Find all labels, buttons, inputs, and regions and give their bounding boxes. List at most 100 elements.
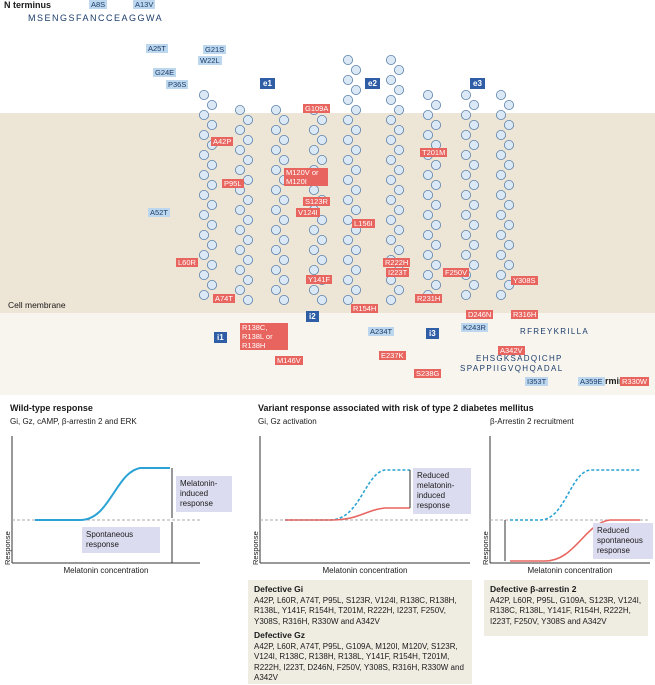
gi-wt-curve bbox=[285, 469, 410, 521]
residue-bead bbox=[385, 154, 396, 165]
topology-svg bbox=[0, 55, 655, 395]
residue-bead bbox=[495, 189, 506, 200]
residue-bead bbox=[242, 294, 253, 305]
residue-bead bbox=[385, 294, 396, 305]
residue-bead bbox=[316, 115, 327, 126]
variant-tag-g24e: G24E bbox=[153, 68, 177, 77]
residue-bead bbox=[430, 120, 441, 131]
residue-bead bbox=[342, 115, 353, 126]
residue-bead bbox=[278, 234, 289, 245]
loop-e2: e2 bbox=[365, 78, 380, 89]
n-terminus-label: N terminus bbox=[4, 0, 52, 10]
gi-box-text: A42P, L60R, A74T, P95L, S123R, V124I, R1… bbox=[254, 595, 457, 626]
residue-bead bbox=[234, 244, 245, 255]
residue-bead bbox=[430, 219, 441, 230]
residue-bead bbox=[385, 75, 396, 86]
residue-bead bbox=[468, 100, 479, 111]
residue-bead bbox=[198, 149, 209, 160]
residue-bead bbox=[385, 194, 396, 205]
residue-bead bbox=[278, 194, 289, 205]
residue-bead bbox=[393, 144, 404, 155]
residue-bead bbox=[422, 209, 433, 220]
residue-bead bbox=[242, 154, 253, 165]
callout-spontaneous: Spontaneous response bbox=[82, 527, 160, 553]
residue-bead bbox=[385, 95, 396, 106]
residue-bead bbox=[234, 164, 245, 175]
residue-bead bbox=[503, 179, 514, 190]
residue-bead bbox=[422, 229, 433, 240]
arr-box-text: A42P, L60R, P95L, G109A, S123R, V124I, R… bbox=[490, 595, 642, 626]
residue-bead bbox=[495, 149, 506, 160]
residue-bead bbox=[503, 120, 514, 131]
residue-bead bbox=[495, 90, 506, 101]
residue-bead bbox=[234, 204, 245, 215]
residue-bead bbox=[270, 244, 281, 255]
residue-bead bbox=[350, 284, 361, 295]
variant-tag-a342v: A342V bbox=[498, 346, 525, 355]
residue-bead bbox=[308, 144, 319, 155]
variant-tag-l60r: L60R bbox=[176, 258, 198, 267]
arr-box-title: Defective β-arrestin 2 bbox=[490, 584, 577, 594]
residue-bead bbox=[460, 249, 471, 260]
residue-bead bbox=[468, 159, 479, 170]
residue-bead bbox=[342, 234, 353, 245]
residue-bead bbox=[342, 134, 353, 145]
residue-bead bbox=[422, 90, 433, 101]
residue-bead bbox=[206, 279, 217, 290]
residue-bead bbox=[460, 90, 471, 101]
residue-bead bbox=[495, 269, 506, 280]
residue-bead bbox=[308, 284, 319, 295]
arr-x-label: Melatonin concentration bbox=[527, 566, 613, 575]
residue-bead bbox=[206, 239, 217, 250]
variant-tag-i223t: I223T bbox=[386, 268, 410, 277]
residue-bead bbox=[198, 110, 209, 121]
variant-title: Variant response associated with risk of… bbox=[258, 403, 534, 413]
residue-bead bbox=[278, 254, 289, 265]
residue-bead bbox=[468, 219, 479, 230]
variant-tag-d246n: D246N bbox=[466, 310, 494, 319]
variant-tag-a74t: A74T bbox=[213, 294, 235, 303]
residue-bead bbox=[503, 199, 514, 210]
residue-bead bbox=[393, 204, 404, 215]
residue-bead bbox=[278, 274, 289, 285]
c-terminus-label: C terminus bbox=[588, 376, 636, 386]
residue-bead bbox=[495, 249, 506, 260]
variant-tag-a25t: A25T bbox=[146, 44, 168, 53]
residue-bead bbox=[393, 284, 404, 295]
residue-bead bbox=[198, 229, 209, 240]
variant-tag-e237k: E237K bbox=[379, 351, 406, 360]
residue-bead bbox=[460, 110, 471, 121]
variant-tag-a13v: A13V bbox=[133, 0, 156, 9]
variant-tag-l156i: L156I bbox=[352, 219, 375, 228]
callout-reduced-spontaneous: Reduced spontaneous response bbox=[593, 523, 653, 559]
residue-bead bbox=[495, 169, 506, 180]
arr-variant-curve bbox=[510, 519, 640, 562]
residue-bead bbox=[308, 244, 319, 255]
residue-bead bbox=[393, 164, 404, 175]
residue-bead bbox=[316, 154, 327, 165]
sequence-n-start: MSENGSFANCCEAGGWA bbox=[28, 13, 164, 23]
residue-bead bbox=[270, 125, 281, 136]
residue-bead bbox=[342, 194, 353, 205]
residue-bead bbox=[206, 259, 217, 270]
residue-bead bbox=[308, 184, 319, 195]
residue-bead bbox=[460, 169, 471, 180]
residue-bead bbox=[460, 209, 471, 220]
receptor-topology bbox=[0, 55, 655, 395]
variant-tag-s238g: S238G bbox=[414, 369, 442, 378]
variant-tag-m146v: M146V bbox=[275, 356, 303, 365]
residue-bead bbox=[430, 100, 441, 111]
residue-bead bbox=[242, 214, 253, 225]
residue-bead bbox=[242, 174, 253, 185]
wt-x-label: Melatonin concentration bbox=[63, 566, 149, 575]
residue-bead bbox=[385, 55, 396, 66]
gi-x-label: Melatonin concentration bbox=[322, 566, 408, 575]
residue-bead bbox=[350, 264, 361, 275]
residue-bead bbox=[270, 184, 281, 195]
variant-tag-g109a: G109A bbox=[303, 104, 331, 113]
residue-bead bbox=[468, 259, 479, 270]
residue-bead bbox=[270, 284, 281, 295]
variant-tag-i353t: I353T bbox=[525, 377, 549, 386]
residue-bead bbox=[198, 289, 209, 300]
residue-bead bbox=[270, 164, 281, 175]
